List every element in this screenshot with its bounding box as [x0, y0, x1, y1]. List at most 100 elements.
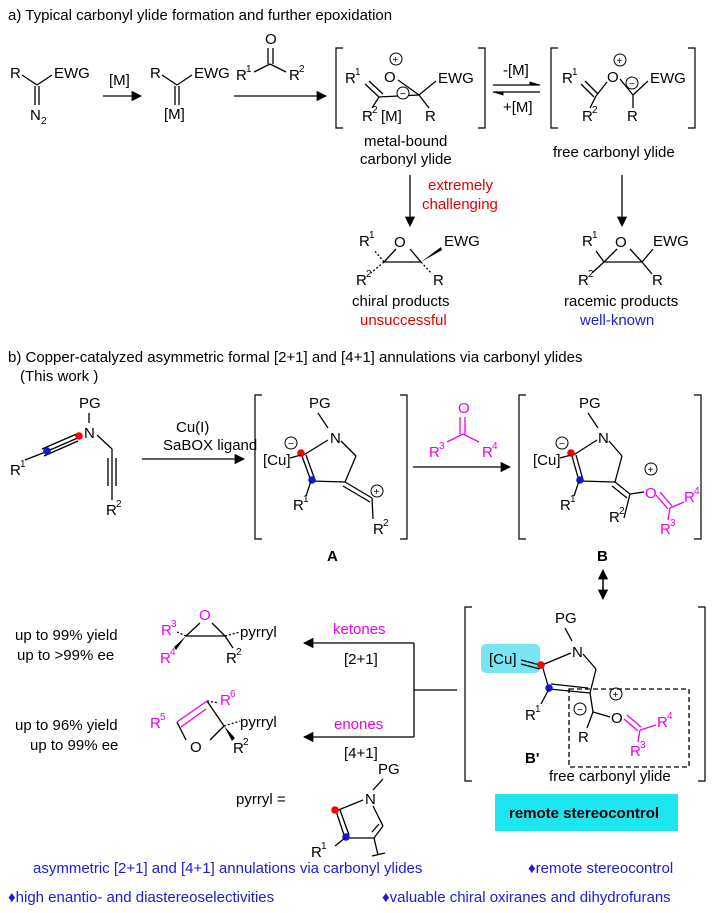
svg-text:R: R: [627, 108, 638, 125]
svg-text:R: R: [429, 444, 440, 461]
svg-text:1: 1: [572, 67, 578, 78]
svg-text:R: R: [425, 108, 436, 125]
svg-text:PG: PG: [378, 761, 400, 778]
svg-text:R: R: [578, 729, 589, 746]
svg-text:2: 2: [236, 647, 242, 658]
remote-stereocontrol-badge-bg: [495, 794, 678, 831]
svg-text:R: R: [652, 272, 663, 289]
svg-text:[M]: [M]: [164, 106, 185, 123]
ketone-reagent-magenta: O R 3 R 4: [429, 400, 498, 461]
pyrryl-definition: pyrryl =: [236, 791, 286, 808]
svg-text:ketones: ketones: [333, 621, 386, 638]
pyrryl-structure: PG N R 1: [311, 761, 400, 861]
free-ylide-box-caption: free carbonyl ylide: [549, 768, 671, 785]
oxirane-product: R 3 O R 4 pyrryl R 2: [160, 607, 277, 667]
svg-text:1: 1: [355, 67, 361, 78]
svg-text:3: 3: [670, 518, 676, 529]
diazo-compound: R EWG N 2: [10, 65, 90, 127]
free-ylide-dashed-box: [568, 688, 690, 768]
svg-text:pyrryl: pyrryl: [240, 624, 277, 641]
intermediate-b-prime-label: B': [525, 750, 539, 767]
svg-text:pyrryl: pyrryl: [240, 714, 277, 731]
oxirane-ee: up to >99% ee: [17, 647, 114, 664]
arrow-cu-catalysis: Cu(I) SaBOX ligand: [142, 419, 257, 465]
svg-text:+: +: [374, 487, 380, 498]
part-a-title: a) Typical carbonyl ylide formation and …: [8, 7, 392, 24]
svg-text:O: O: [611, 710, 623, 727]
svg-text:[4+1]: [4+1]: [344, 745, 378, 762]
svg-text:3: 3: [171, 619, 177, 630]
svg-text:[2+1]: [2+1]: [344, 651, 378, 668]
svg-text:O: O: [190, 739, 202, 756]
arrow-metal-step: [M]: [103, 72, 143, 102]
svg-text:+[M]: +[M]: [503, 99, 533, 116]
svg-text:R: R: [10, 65, 21, 82]
footer-selectivities: ♦high enantio- and diastereoselectivitie…: [8, 889, 274, 906]
svg-text:EWG: EWG: [650, 70, 686, 87]
svg-text:4: 4: [694, 486, 700, 497]
svg-text:-[M]: -[M]: [503, 62, 529, 79]
svg-text:N: N: [84, 425, 95, 442]
svg-text:1: 1: [321, 841, 327, 852]
svg-text:−: −: [559, 439, 565, 450]
dihydrofuran-yield: up to 96% yield: [15, 717, 118, 734]
svg-text:1: 1: [570, 494, 576, 505]
svg-text:O: O: [645, 485, 657, 502]
svg-text:R: R: [362, 108, 373, 125]
ketone-reagent: O R 1 R 2: [236, 31, 305, 84]
svg-text:2: 2: [41, 116, 47, 127]
svg-text:R: R: [10, 462, 21, 479]
svg-text:3: 3: [640, 740, 646, 751]
svg-text:O: O: [394, 234, 406, 251]
svg-text:O: O: [199, 607, 211, 624]
svg-text:−: −: [400, 89, 406, 100]
svg-text:N: N: [330, 430, 341, 447]
oxirane-yield: up to 99% yield: [15, 627, 118, 644]
dihydrofuran-ee: up to 99% ee: [30, 737, 118, 754]
svg-text:1: 1: [303, 494, 309, 505]
svg-text:R: R: [226, 650, 237, 667]
svg-text:2: 2: [299, 64, 305, 75]
svg-text:2: 2: [619, 506, 625, 517]
svg-text:+: +: [617, 56, 623, 67]
svg-text:EWG: EWG: [54, 65, 90, 82]
svg-text:EWG: EWG: [438, 70, 474, 87]
svg-text:1: 1: [369, 230, 375, 241]
racemic-products-label: racemic products: [564, 293, 678, 310]
svg-text:EWG: EWG: [444, 233, 480, 250]
intermediate-b: PG N R 2 O + R 4 R 3 [Cu] − R 1: [533, 395, 700, 538]
svg-text:R: R: [356, 272, 367, 289]
svg-text:R: R: [684, 489, 695, 506]
svg-text:6: 6: [230, 689, 236, 700]
svg-text:2: 2: [588, 269, 594, 280]
svg-text:PG: PG: [579, 395, 601, 412]
svg-text:R: R: [236, 67, 247, 84]
svg-text:PG: PG: [79, 395, 101, 412]
intermediate-a: PG N R 2 + [Cu] − R 1: [263, 395, 389, 538]
svg-text:enones: enones: [334, 716, 383, 733]
svg-text:O: O: [458, 400, 470, 417]
intermediate-b-prime: PG N O + R − R 4 R 3 [Cu] R 1: [481, 610, 690, 768]
metal-carbene: R EWG [M]: [150, 65, 230, 123]
svg-text:R: R: [562, 70, 573, 87]
svg-text:R: R: [373, 521, 384, 538]
intermediate-a-label: A: [327, 548, 338, 565]
svg-text:R: R: [345, 70, 356, 87]
challenge-line-1: extremely: [428, 177, 494, 194]
svg-text:O: O: [384, 69, 396, 86]
svg-text:R: R: [578, 272, 589, 289]
svg-text:2: 2: [366, 269, 372, 280]
svg-text:2: 2: [383, 518, 389, 529]
ynamide-substrate: PG N R 1 R 2: [10, 395, 122, 519]
svg-text:R: R: [220, 692, 231, 709]
svg-text:R: R: [106, 502, 117, 519]
svg-text:R: R: [582, 233, 593, 250]
chiral-epoxide: R 1 O EWG R 2 R: [356, 230, 480, 289]
svg-text:4: 4: [170, 647, 176, 658]
svg-text:2: 2: [243, 737, 249, 748]
svg-text:PG: PG: [309, 395, 331, 412]
svg-text:−: −: [288, 439, 294, 450]
metal-bound-ylide: R 1 O + − EWG R R 2 [M]: [345, 52, 474, 125]
challenge-line-2: challenging: [422, 196, 498, 213]
